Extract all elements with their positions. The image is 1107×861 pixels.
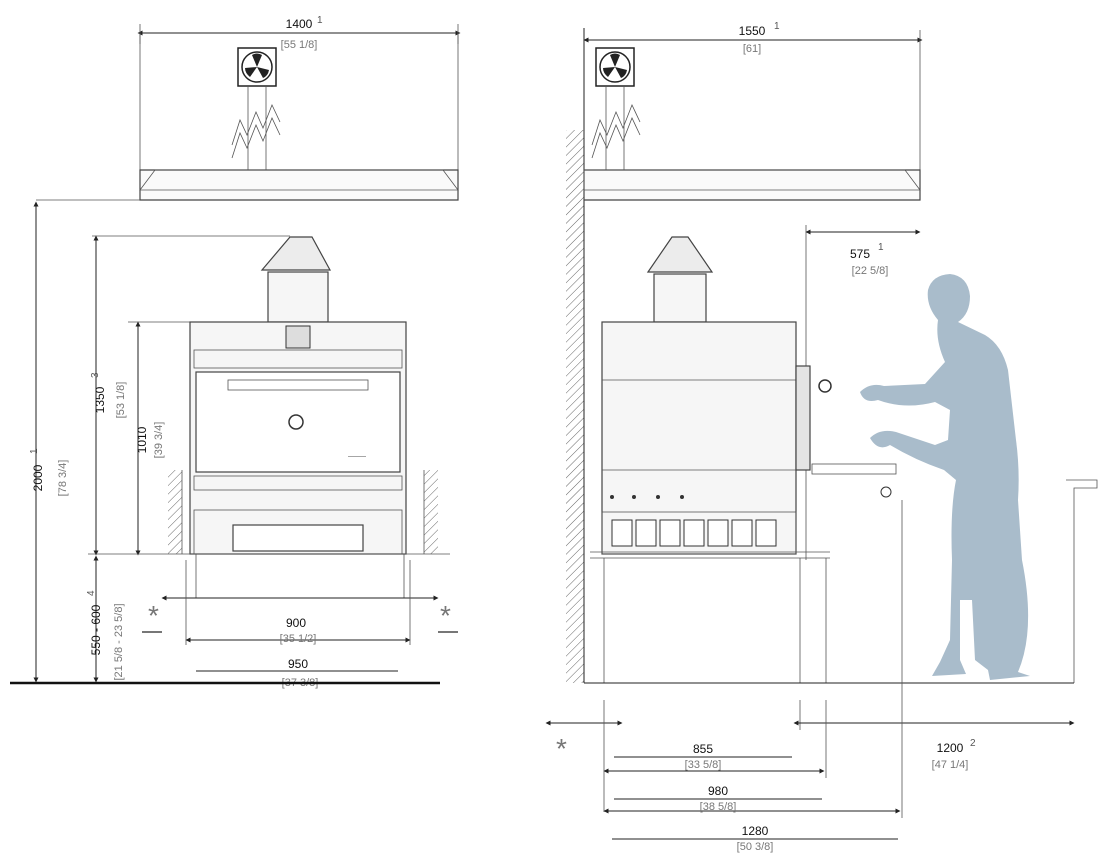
- front-ceiling-height-note: 1: [29, 448, 40, 454]
- front-counter-height-imperial: [21 5/8 - 23 5/8]: [113, 603, 125, 680]
- front-ceiling-height-dim: 2000 1 [78 3/4]: [29, 199, 140, 683]
- airflow-icon: [591, 103, 641, 159]
- front-view: 1400 1 [55 1/8]: [10, 15, 461, 689]
- side-depth-3-imperial: [50 3/8]: [737, 841, 774, 853]
- side-hood-width-value: 1550: [739, 24, 766, 38]
- front-inner-width-value: 900: [286, 616, 306, 630]
- wall-hatch-icon: [168, 470, 182, 554]
- side-hood-overhang-imperial: [22 5/8]: [852, 265, 889, 277]
- operator-silhouette-icon: [860, 274, 1030, 680]
- front-total-height-value: 1350: [93, 386, 107, 413]
- front-total-height-dim: 1350 3 [53 1/8]: [90, 235, 290, 556]
- front-ceiling-height-value: 2000: [31, 464, 45, 491]
- extractor-fan-icon: [237, 47, 277, 87]
- front-ceiling-height-imperial: [78 3/4]: [57, 460, 69, 497]
- side-hood-width-note: 1: [774, 21, 780, 32]
- front-total-height-imperial: [53 1/8]: [115, 382, 127, 419]
- svg-text:———: ———: [348, 454, 366, 460]
- front-clearance-mark-right: *: [440, 600, 451, 631]
- front-oven: ———: [189, 236, 407, 598]
- front-total-height-note: 3: [90, 372, 101, 378]
- side-depth-2-imperial: [38 5/8]: [700, 801, 737, 813]
- front-hood-width-value: 1400: [286, 17, 313, 31]
- side-hood-width-imperial: [61]: [743, 43, 761, 55]
- side-view: 1550 1 [61] 575 1 [22 5: [545, 21, 1098, 853]
- side-operator-space-dim: 1200 2 [47 1/4]: [793, 700, 1075, 771]
- side-operator-space-imperial: [47 1/4]: [932, 759, 969, 771]
- airflow-icon: [231, 103, 281, 159]
- front-inner-width-dim: 900 [35 1/2]: [185, 560, 411, 645]
- side-depth-2-dim: 980 [38 5/8]: [603, 500, 903, 818]
- side-depth-3-dim: 1280 [50 3/8]: [612, 824, 898, 853]
- side-hood-overhang-note: 1: [878, 242, 884, 253]
- front-counter-height-note: 4: [86, 590, 97, 596]
- front-body-height-dim: 1010 [39 3/4]: [128, 321, 190, 556]
- front-hood-width-note: 1: [317, 15, 323, 26]
- side-hood: [583, 47, 921, 201]
- front-body-height-value: 1010: [135, 426, 149, 453]
- side-depth-1-dim: 855 [33 5/8]: [603, 700, 827, 778]
- front-inner-width-imperial: [35 1/2]: [280, 633, 317, 645]
- side-depth-3-value: 1280: [742, 824, 769, 838]
- side-hood-overhang-value: 575: [850, 247, 870, 261]
- side-depth-1-imperial: [33 5/8]: [685, 759, 722, 771]
- wall-hatch-icon: [424, 470, 438, 554]
- side-depth-1-value: 855: [693, 742, 713, 756]
- side-depth-2-value: 980: [708, 784, 728, 798]
- side-clearance-mark: *: [556, 733, 567, 764]
- front-counter-height-dim: 550 - 600 4 [21 5/8 - 23 5/8]: [86, 555, 125, 683]
- side-operator-space-value: 1200: [937, 741, 964, 755]
- side-oven: [601, 236, 897, 555]
- front-counter-height-value: 550 - 600: [89, 604, 103, 655]
- front-hood-width-dim: 1400 1 [55 1/8]: [137, 15, 461, 51]
- front-hood-width-imperial: [55 1/8]: [281, 39, 318, 51]
- front-hood: [139, 33, 459, 201]
- front-outer-width-value: 950: [288, 657, 308, 671]
- side-hood-overhang-dim: 575 1 [22 5/8]: [805, 225, 921, 560]
- front-clearance-mark-left: *: [148, 600, 159, 631]
- wall-hatch-icon: [566, 130, 584, 683]
- extractor-fan-icon: [595, 47, 635, 87]
- front-body-height-imperial: [39 3/4]: [153, 422, 165, 459]
- side-hood-width-dim: 1550 1 [61]: [583, 21, 923, 170]
- side-operator-space-note: 2: [970, 738, 976, 749]
